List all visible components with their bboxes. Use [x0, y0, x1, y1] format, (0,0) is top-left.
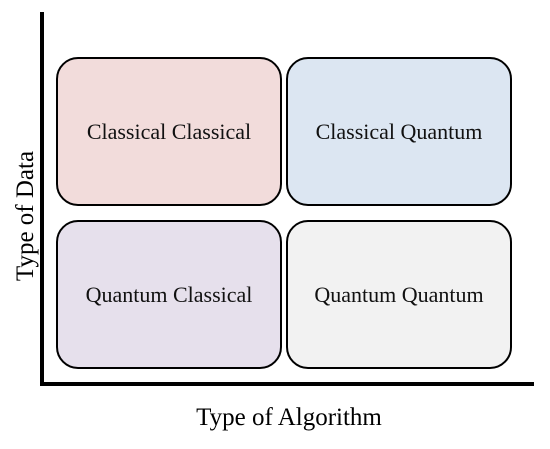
quadrant-label: Classical Classical — [86, 118, 252, 144]
quadrant-classical-quantum: Classical Quantum — [286, 57, 512, 206]
quadrant-label: Classical Quantum — [315, 118, 483, 144]
y-axis-label: Type of Data — [12, 150, 39, 282]
quadrant-quantum-classical: Quantum Classical — [56, 220, 282, 369]
quadrant-quantum-quantum: Quantum Quantum — [286, 220, 512, 369]
quadrant-label: Quantum Quantum — [314, 281, 484, 307]
quadrant-classical-classical: Classical Classical — [56, 57, 282, 206]
x-axis-line — [40, 382, 534, 386]
y-axis-line — [40, 12, 44, 386]
quadrant-label: Quantum Classical — [85, 281, 253, 307]
x-axis-label: Type of Algorithm — [196, 404, 382, 431]
